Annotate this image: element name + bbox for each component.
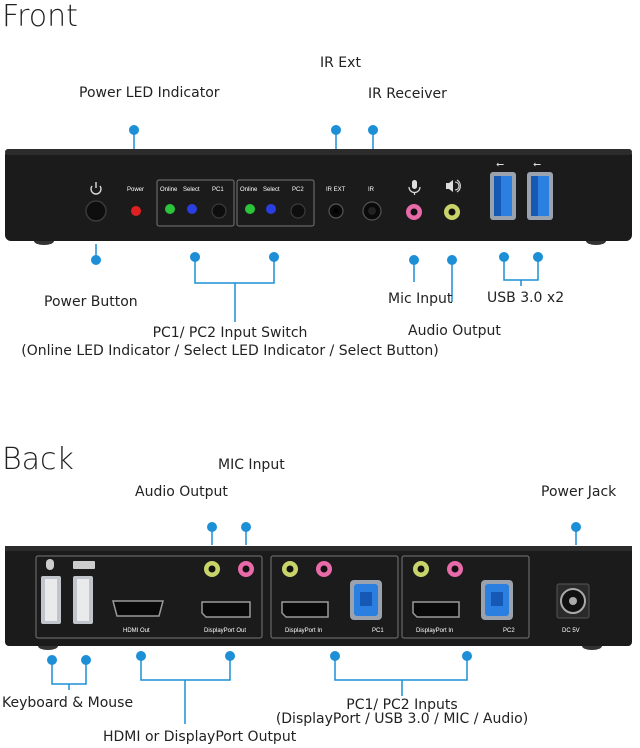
label-mic-input-back: MIC Input xyxy=(218,457,285,473)
panel-text-pc2: PC2 xyxy=(503,628,515,634)
label-audio-output: Audio Output xyxy=(408,323,501,339)
panel-text-dc: DC 5V xyxy=(562,628,580,634)
label-power-button: Power Button xyxy=(44,294,138,310)
front-heading: Front xyxy=(2,0,78,34)
label-audio-output-back: Audio Output xyxy=(135,484,228,500)
back-heading: Back xyxy=(2,442,74,477)
panel-text-online2: Online xyxy=(240,187,258,193)
panel-text-select2: Select xyxy=(263,187,280,193)
label-power-led: Power LED Indicator xyxy=(79,85,220,101)
panel-text-pc1: PC1 xyxy=(372,628,384,634)
panel-text-ir: IR xyxy=(368,187,374,193)
label-ir-ext: IR Ext xyxy=(320,55,361,71)
label-input-switch-detail: (Online LED Indicator / Select LED Indic… xyxy=(21,343,439,359)
label-pc-inputs: PC1/ PC2 Inputs xyxy=(346,697,458,713)
panel-text-pc2: PC2 xyxy=(292,187,304,193)
back-device xyxy=(5,546,632,650)
power-button-icon xyxy=(85,182,107,222)
label-input-switch: PC1/ PC2 Input Switch xyxy=(152,325,308,341)
label-keyboard-mouse: Keyboard & Mouse xyxy=(2,695,134,711)
svg-text:⭠: ⭠ xyxy=(496,159,504,170)
panel-text-dp-out: DisplayPort Out xyxy=(204,628,247,634)
label-usb: USB 3.0 x2 xyxy=(487,290,565,306)
front-device: ⭠ ⭠ xyxy=(5,149,632,245)
panel-text-ir-ext: IR EXT xyxy=(326,187,346,193)
label-mic-input: Mic Input xyxy=(388,291,453,307)
label-hdmi-dp-output: HDMI or DisplayPort Output xyxy=(103,729,297,745)
panel-text-pc1: PC1 xyxy=(212,187,224,193)
panel-text-dp-in1: DisplayPort In xyxy=(285,628,323,634)
panel-text-hdmi-out: HDMI Out xyxy=(123,628,150,634)
label-power-jack: Power Jack xyxy=(541,484,617,500)
power-led-icon xyxy=(131,206,141,216)
label-pc-inputs-detail: (DisplayPort / USB 3.0 / MIC / Audio) xyxy=(275,711,529,727)
panel-text-dp-in2: DisplayPort In xyxy=(416,628,454,634)
panel-text-power: Power xyxy=(127,187,145,193)
label-ir-receiver: IR Receiver xyxy=(368,86,447,102)
panel-text-select1: Select xyxy=(183,187,200,193)
panel-text-online1: Online xyxy=(160,187,178,193)
svg-text:⭠: ⭠ xyxy=(533,159,541,170)
